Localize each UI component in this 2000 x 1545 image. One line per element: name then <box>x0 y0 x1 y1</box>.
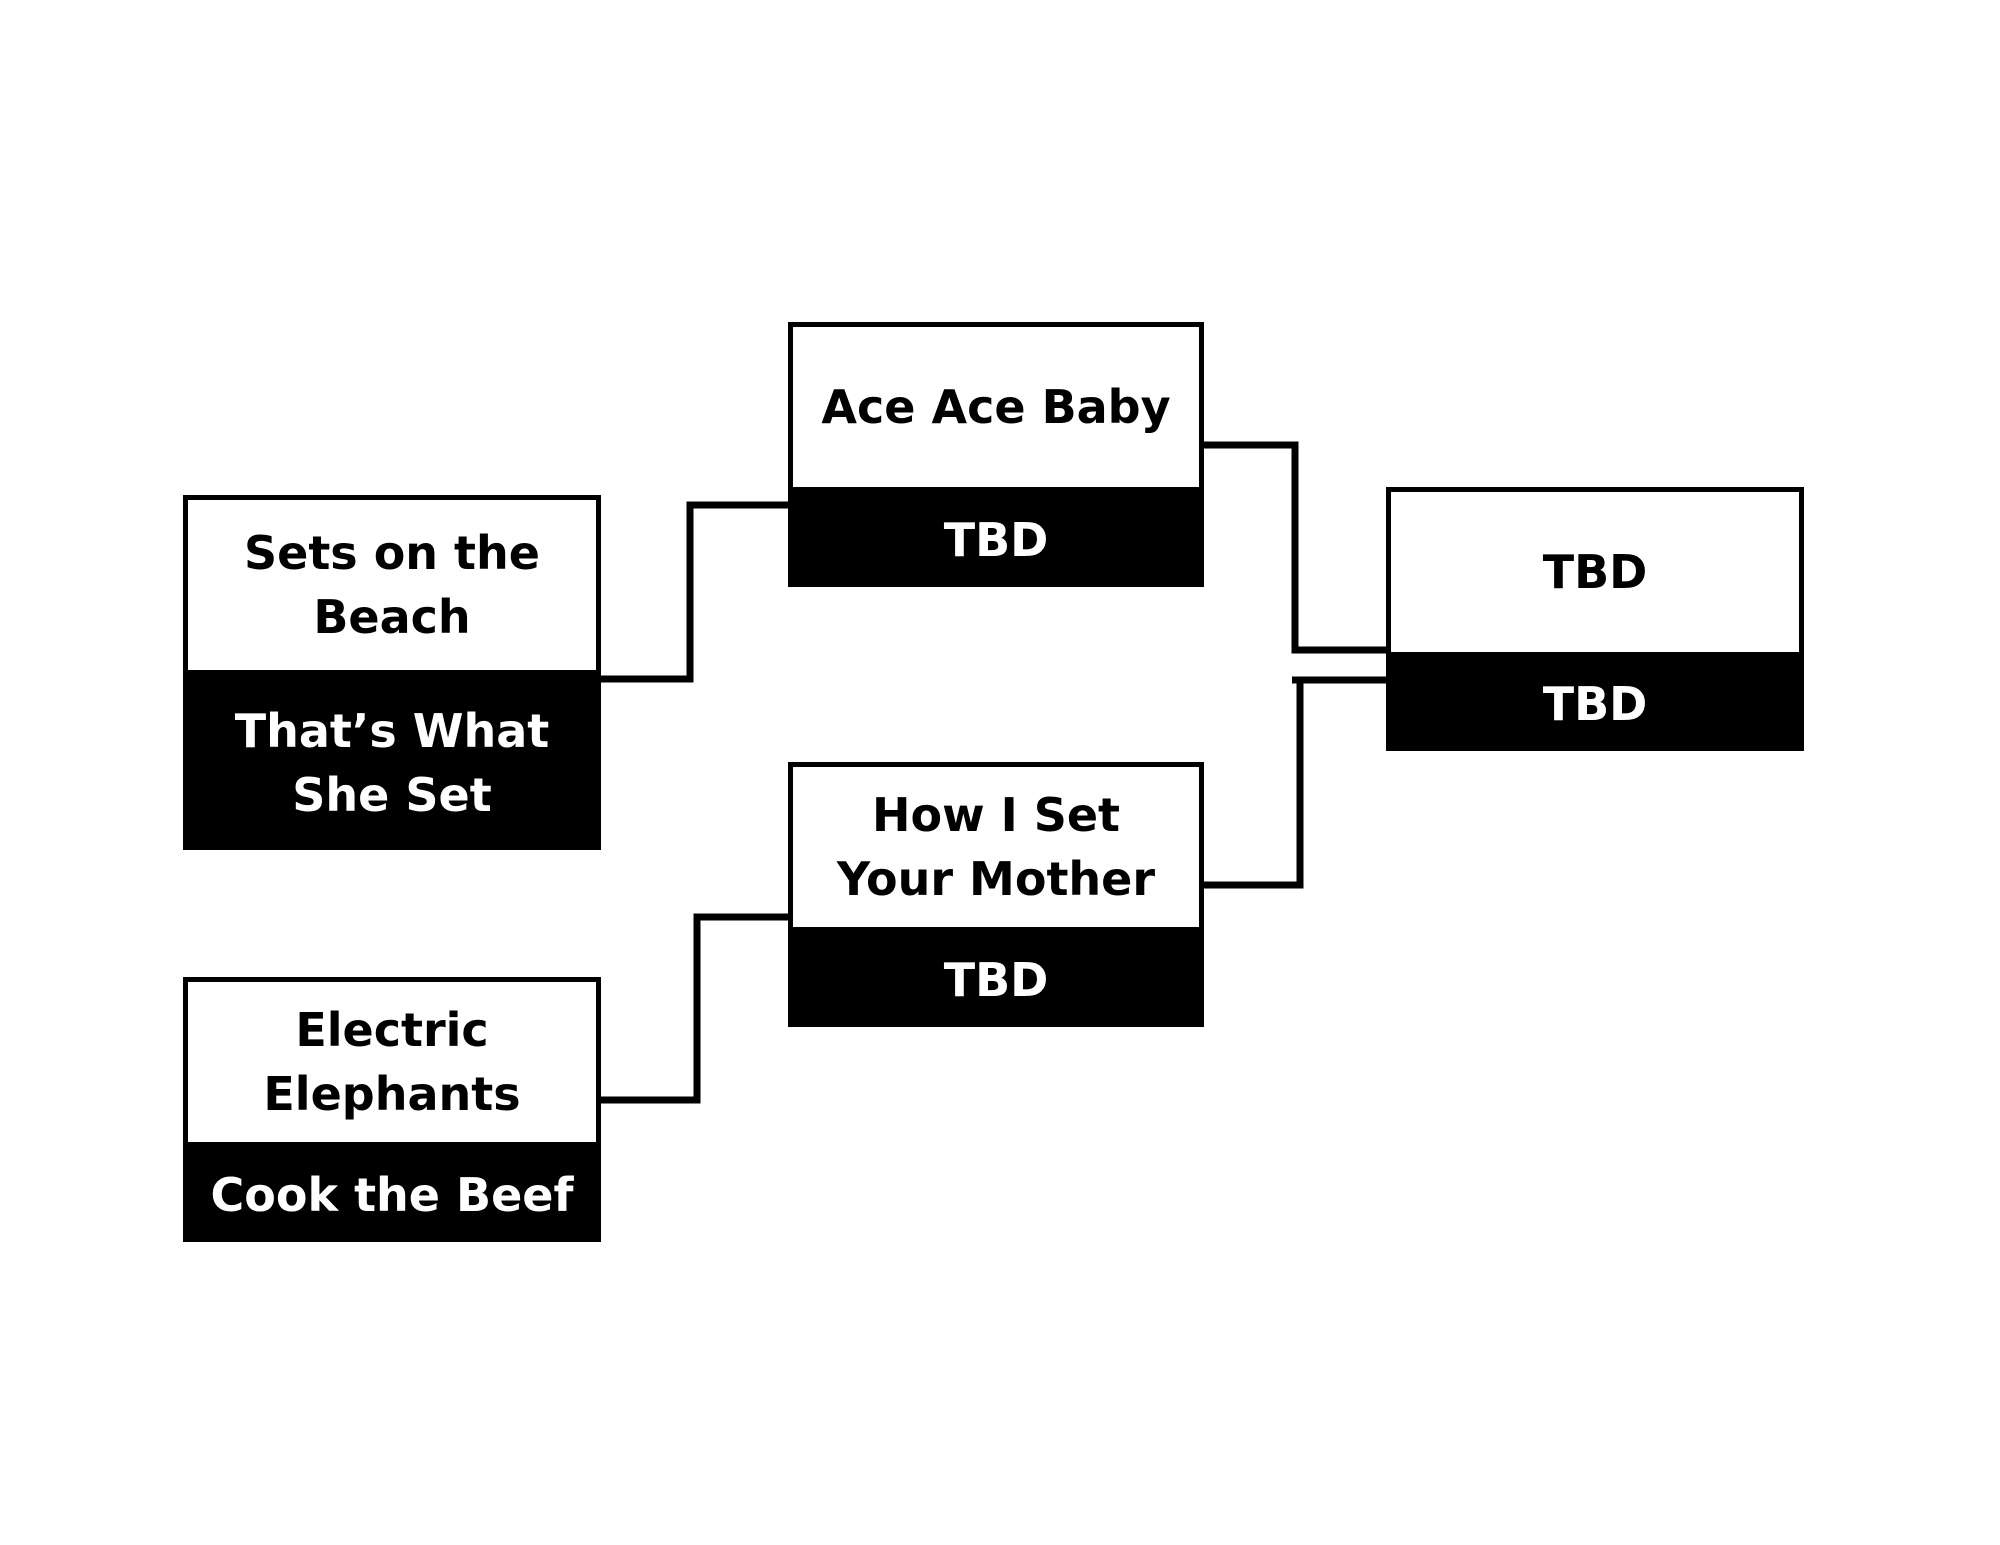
team-slot-bottom[interactable]: TBD <box>788 932 1204 1027</box>
team-slot-bottom[interactable]: TBD <box>788 492 1204 587</box>
team-name: That’s What She Set <box>234 703 550 822</box>
connector-r2b-to-final <box>1200 676 1390 889</box>
team-name: How I Set Your Mother <box>836 788 1156 906</box>
match-card-final: TBD TBD <box>1386 487 1804 751</box>
team-slot-top[interactable]: How I Set Your Mother <box>788 762 1204 932</box>
team-name: TBD <box>943 512 1049 567</box>
team-name: TBD <box>943 952 1049 1007</box>
team-slot-top[interactable]: Ace Ace Baby <box>788 322 1204 492</box>
connector-r1b-to-r2a-b <box>597 913 790 1104</box>
team-slot-top[interactable]: Electric Elephants <box>183 977 601 1147</box>
connector-r2a-to-final <box>1200 441 1390 654</box>
team-name: TBD <box>1542 677 1648 731</box>
team-name: TBD <box>1542 545 1648 599</box>
team-slot-bottom[interactable]: Cook the Beef <box>183 1147 601 1242</box>
connector-final-stub <box>1292 646 1300 684</box>
team-name: Sets on the Beach <box>243 526 540 644</box>
team-name: Ace Ace Baby <box>821 380 1171 434</box>
match-card-round1-a: Sets on the Beach That’s What She Set <box>183 495 601 850</box>
team-slot-top[interactable]: TBD <box>1386 487 1804 657</box>
team-slot-bottom[interactable]: TBD <box>1386 657 1804 751</box>
team-slot-top[interactable]: Sets on the Beach <box>183 495 601 675</box>
team-slot-bottom[interactable]: That’s What She Set <box>183 675 601 850</box>
match-card-round1-b: Electric Elephants Cook the Beef <box>183 977 601 1242</box>
team-name: Electric Elephants <box>263 1003 521 1121</box>
match-card-round2-b: How I Set Your Mother TBD <box>788 762 1204 1027</box>
team-name: Cook the Beef <box>210 1167 574 1222</box>
match-card-round2-a: Ace Ace Baby TBD <box>788 322 1204 587</box>
connector-r1a-to-r2a <box>597 501 790 683</box>
